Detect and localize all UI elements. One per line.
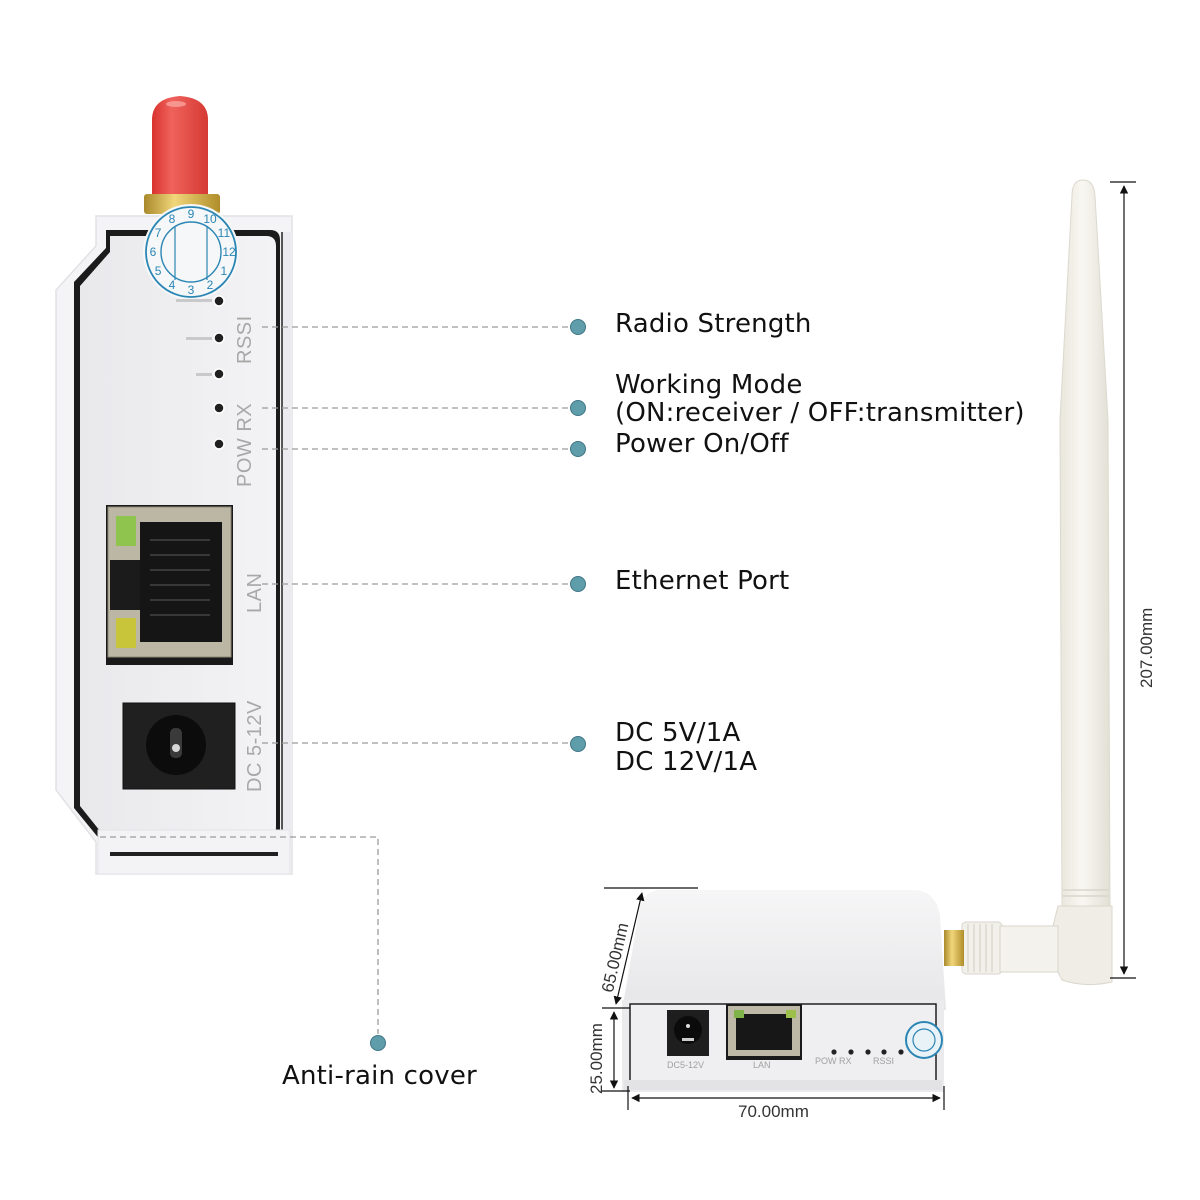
antenna-cap [144,96,220,214]
leader-lines [100,326,570,1034]
small-label-rssi: RSSI [873,1056,895,1066]
dim-height: 25.00mm [587,1023,606,1094]
led-indicators [176,295,225,450]
seal-number: 12 [222,245,236,259]
seal-number: 11 [218,226,231,240]
seal-number: 5 [155,264,162,278]
callout-dot-dc [570,736,586,752]
label-rssi: RSSI [234,315,256,364]
seal-number: 9 [188,207,195,221]
dim-width: 70.00mm [738,1102,809,1121]
seal-number: 2 [207,278,214,292]
callout-anti-rain: Anti-rain cover [282,1061,477,1091]
small-label-lan: LAN [753,1060,771,1070]
seal-number: 10 [203,212,217,226]
callout-radio-strength: Radio Strength [615,309,812,339]
callout-dot-anti-rain [370,1035,386,1051]
label-lan: LAN [244,572,266,613]
seal-number: 3 [188,283,195,297]
callout-dc-5v: DC 5V/1A [615,718,741,748]
led-rssi-1 [213,368,225,380]
led-rx [213,402,225,414]
label-pow-rx: POW RX [234,402,256,487]
seal-number: 7 [155,226,162,240]
callout-dot-power [570,441,586,457]
small-label-dc: DC5-12V [667,1060,705,1070]
label-dc: DC 5-12V [244,700,266,792]
seal-number: 6 [150,245,157,259]
led-rssi-2 [213,332,225,344]
dc-power-jack [122,702,236,790]
leader-anti-rain [100,836,379,1034]
led-rssi-3 [213,295,225,307]
callout-working-mode-detail: (ON:receiver / OFF:transmitter) [615,398,1025,428]
seal-number: 4 [169,278,176,292]
dimension-lines [602,181,1136,1110]
callout-dot-working-mode [570,400,586,416]
callout-power: Power On/Off [615,429,789,459]
callout-dot-ethernet [570,576,586,592]
antenna [944,179,1113,986]
seal-number: 8 [169,212,176,226]
led-pow [213,438,225,450]
seal-number: 1 [221,264,228,278]
dim-antenna-height: 207.00mm [1137,607,1156,688]
callout-working-mode-title: Working Mode [615,370,803,400]
callout-ethernet: Ethernet Port [615,566,790,596]
device-perspective-view [622,890,946,1092]
ethernet-port [106,505,233,665]
callout-dc-12v: DC 12V/1A [615,747,758,777]
callout-dot-radio-strength [570,319,586,335]
small-label-pow-rx: POW RX [815,1056,852,1066]
